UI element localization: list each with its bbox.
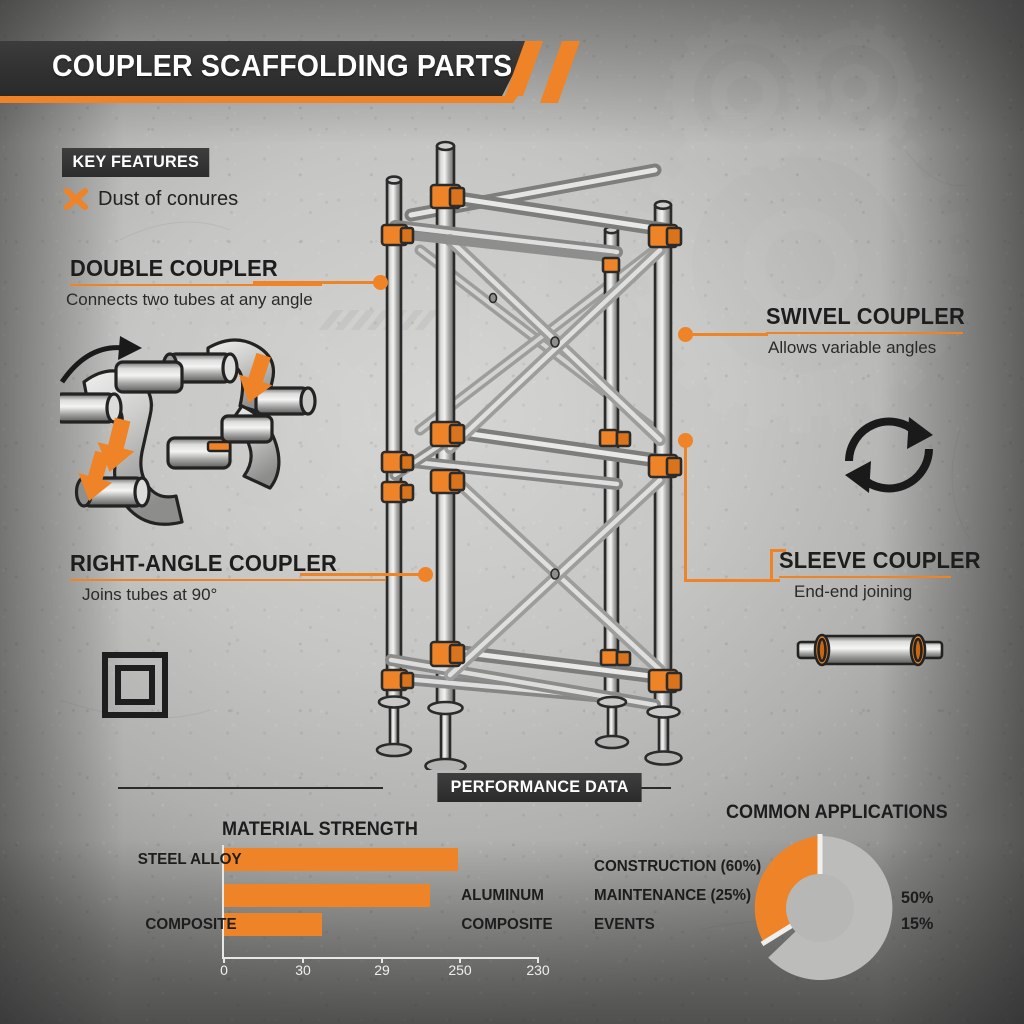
performance-divider: PERFORMANCE DATA	[0, 773, 1024, 805]
nested-square-icon	[102, 652, 168, 718]
donut-legend-events: EVENTS	[594, 916, 655, 933]
leader-line-sleeve-riser	[770, 549, 773, 581]
x-tick-1	[302, 957, 304, 963]
leader-line-right-angle	[300, 573, 425, 576]
leader-dot-sleeve	[678, 433, 693, 448]
x-tick-label-0: 0	[220, 962, 228, 978]
x-mark-icon	[64, 188, 88, 210]
sleeve-coupler-part-icon	[796, 633, 944, 667]
page-title: COUPLER SCAFFOLDING PARTS	[52, 48, 513, 83]
leader-line-double	[253, 281, 380, 284]
bar-steel-alloy	[224, 848, 458, 871]
rotation-arrows-icon	[845, 417, 933, 493]
leader-line-sleeve-tip	[770, 549, 786, 552]
leader-dot-right-angle	[418, 567, 433, 582]
callout-swivel-coupler-subtitle: Allows variable angles	[768, 338, 937, 357]
x-tick-4	[537, 957, 539, 963]
leader-dot-swivel	[678, 327, 693, 342]
callout-swivel-coupler-title: SWIVEL COUPLER	[766, 303, 965, 329]
leader-line-sleeve-horizontal	[684, 579, 780, 582]
curved-arrow-head	[118, 336, 142, 360]
x-tick-label-1: 30	[295, 962, 311, 978]
callout-sleeve-coupler-title: SLEEVE COUPLER	[779, 547, 981, 573]
callout-sleeve-coupler: SLEEVE COUPLER End-end joining	[779, 547, 991, 602]
donut-hole	[786, 874, 854, 942]
bar-label-steel-alloy: STEEL ALLOY	[137, 851, 242, 868]
callout-right-angle-coupler: RIGHT-ANGLE COUPLER Joins tubes at 90°	[70, 550, 386, 605]
x-tick-label-2: 29	[374, 962, 390, 978]
donut-value-50: 50%	[901, 888, 934, 907]
rotation-arrow	[78, 352, 273, 502]
curved-arrow-icon	[60, 345, 125, 384]
callout-rule	[70, 579, 386, 581]
bar-aluminum	[224, 884, 430, 907]
bar-label-composite-left: COMPOSITE	[145, 916, 237, 933]
x-tick-0	[223, 957, 225, 963]
common-applications-donut	[754, 834, 893, 980]
divider-line-right	[641, 787, 671, 789]
donut-legend-construction: CONSTRUCTION (60%)	[594, 858, 762, 875]
header-accent-slash-2	[540, 41, 580, 103]
leader-line-swivel	[686, 333, 768, 336]
key-features-item-label: Dust of conures	[98, 187, 239, 210]
bar-label-aluminum: ALUMINUM	[461, 887, 544, 904]
callout-sleeve-coupler-subtitle: End-end joining	[794, 582, 913, 601]
performance-data-badge: PERFORMANCE DATA	[437, 773, 643, 802]
leader-dot-double	[373, 275, 388, 290]
header-bar	[0, 41, 530, 96]
bar-chart-y-axis	[222, 845, 224, 958]
x-tick-2	[381, 957, 383, 963]
divider-line-left	[118, 787, 383, 789]
callout-rule	[70, 284, 322, 286]
x-tick-3	[459, 957, 461, 963]
callout-double-coupler: DOUBLE COUPLER Connects two tubes at any…	[66, 255, 322, 310]
bar-composite	[224, 913, 322, 936]
x-tick-label-3: 250	[448, 962, 472, 978]
leader-line-sleeve-vertical	[684, 442, 687, 581]
scaffold-tower-illustration	[375, 140, 683, 770]
x-tick-label-4: 230	[526, 962, 550, 978]
header: COUPLER SCAFFOLDING PARTS	[0, 41, 1024, 109]
bar-label-composite-right: COMPOSITE	[461, 916, 553, 933]
bar-chart-x-axis	[222, 957, 538, 959]
callout-swivel-coupler: SWIVEL COUPLER Allows variable angles	[766, 303, 975, 358]
double-coupler-part-illustration	[60, 336, 317, 526]
material-strength-title: MATERIAL STRENGTH	[222, 819, 418, 840]
key-features-badge: KEY FEATURES	[62, 148, 210, 177]
callout-double-coupler-subtitle: Connects two tubes at any angle	[66, 290, 313, 309]
callout-right-angle-coupler-title: RIGHT-ANGLE COUPLER	[70, 550, 338, 576]
callout-double-coupler-title: DOUBLE COUPLER	[70, 255, 278, 281]
donut-value-15: 15%	[901, 914, 934, 933]
callout-right-angle-coupler-subtitle: Joins tubes at 90°	[82, 585, 218, 604]
callout-rule	[766, 332, 963, 334]
key-features-item: Dust of conures	[63, 186, 238, 212]
header-underline	[0, 96, 518, 103]
donut-legend-maintenance: MAINTENANCE (25%)	[594, 887, 752, 904]
callout-rule	[779, 576, 951, 578]
common-applications-title: COMMON APPLICATIONS	[726, 802, 948, 823]
